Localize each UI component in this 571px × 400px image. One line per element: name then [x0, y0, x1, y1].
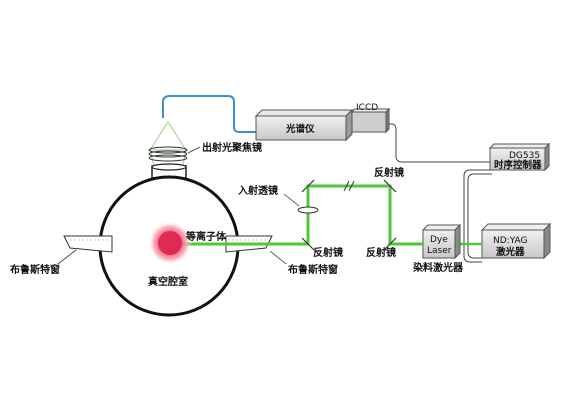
yag-model: ND:YAG	[493, 236, 527, 246]
plasma-label: 等离子体	[186, 230, 227, 243]
vacuum-chamber-label: 真空腔室	[148, 275, 188, 288]
brewster-window-left	[63, 235, 113, 253]
plasma-core	[158, 231, 182, 255]
laser-beam-path	[180, 184, 423, 246]
iccd-trigger-cable	[389, 123, 490, 163]
collection-lens-pointer	[187, 146, 201, 154]
beam-break-mark	[343, 180, 355, 192]
brewster-right-label: 布鲁斯特窗	[288, 263, 338, 276]
incident-lens	[297, 206, 319, 214]
mirror-top-left	[301, 179, 315, 193]
dye-laser-text-2: Laser	[427, 246, 452, 256]
iccd-label: ICCD	[356, 103, 378, 113]
mirror-bottom-left	[301, 237, 315, 251]
collection-lens	[148, 146, 188, 162]
incident-lens-pointer	[283, 193, 300, 207]
delay-generator-label: 时序控制器	[494, 159, 542, 171]
spectrometer	[254, 108, 354, 142]
yag-label: 激光器	[496, 246, 525, 258]
delay-generator	[488, 142, 551, 172]
brewster-left-pointer	[57, 249, 77, 265]
brewster-left-label: 布鲁斯特窗	[10, 263, 60, 276]
yag-laser	[480, 222, 552, 260]
collection-cone-upper	[149, 121, 187, 151]
delay-generator-model: DG535	[509, 151, 540, 161]
mirror-bottom-right	[383, 237, 397, 251]
dye-laser	[421, 223, 462, 260]
spectrometer-label: 光谱仪	[285, 123, 315, 135]
incident-lens-label: 入射透镜	[238, 184, 278, 197]
mirror-top-right	[383, 179, 397, 193]
dye-laser-label: 染料激光器	[412, 261, 464, 274]
mirror-top-right-label: 反射镜	[374, 166, 404, 179]
mirror-bottom-right-label: 反射镜	[366, 246, 396, 259]
iccd-camera	[350, 107, 391, 134]
collection-lens-label: 出射光聚焦镜	[202, 141, 262, 154]
dye-laser-text-1: Dye	[430, 235, 448, 245]
mirror-bottom-left-label: 反射镜	[313, 246, 343, 259]
brewster-right-pointer	[269, 250, 287, 265]
optical-fiber	[162, 95, 256, 133]
yag-trigger-cable-b	[467, 173, 492, 259]
yag-trigger-cable-a	[463, 169, 492, 263]
